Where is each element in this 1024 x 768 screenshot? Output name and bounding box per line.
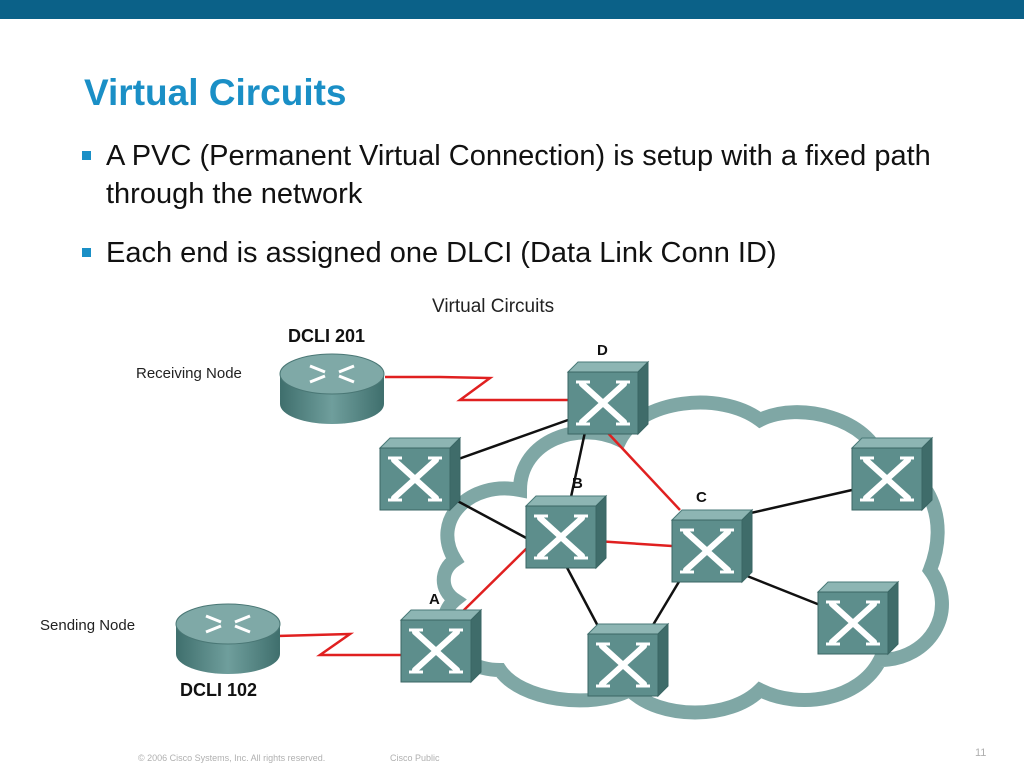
black-links [449,418,853,631]
bullet-text: Each end is assigned one DLCI (Data Link… [106,237,777,269]
switch-c-icon [672,510,752,582]
bullet-square-icon [82,151,91,160]
network-diagram: Virtual Circuits DCLI 201 Receiving Node… [40,296,949,720]
footer-copyright: © 2006 Cisco Systems, Inc. All rights re… [138,753,326,763]
sending-dlci-label: DCLI 102 [180,680,257,700]
bullet-list: A PVC (Permanent Virtual Connection) is … [80,137,960,293]
bullet-item: Each end is assigned one DLCI (Data Link… [80,234,960,272]
footer-classification: Cisco Public [390,753,440,763]
switch-c-label: C [696,489,707,506]
top-bar [0,0,1024,19]
page-number: 11 [975,747,987,759]
switch-a-icon [401,610,481,682]
sending-router-icon [174,602,282,676]
slide-title: Virtual Circuits [84,72,347,113]
diagram-title: Virtual Circuits [432,296,554,317]
sending-node-label: Sending Node [40,617,135,634]
switch-a-label: A [429,591,440,608]
switch-b-icon [526,496,606,568]
bullet-item: A PVC (Permanent Virtual Connection) is … [80,137,960,213]
switch-icon [588,624,668,696]
switch-icon [852,438,932,510]
receiving-node-label: Receiving Node [136,365,242,382]
bullet-square-icon [82,248,91,257]
virtual-circuit-path [276,375,681,657]
switch-d-label: D [597,342,608,359]
switch-d-icon [568,362,648,434]
receiving-dlci-label: DCLI 201 [288,326,365,346]
switch-icon [380,438,460,510]
bullet-text: A PVC (Permanent Virtual Connection) is … [106,140,931,210]
switch-icon [818,582,898,654]
receiving-router-icon [278,352,386,426]
switch-b-label: B [572,475,583,492]
